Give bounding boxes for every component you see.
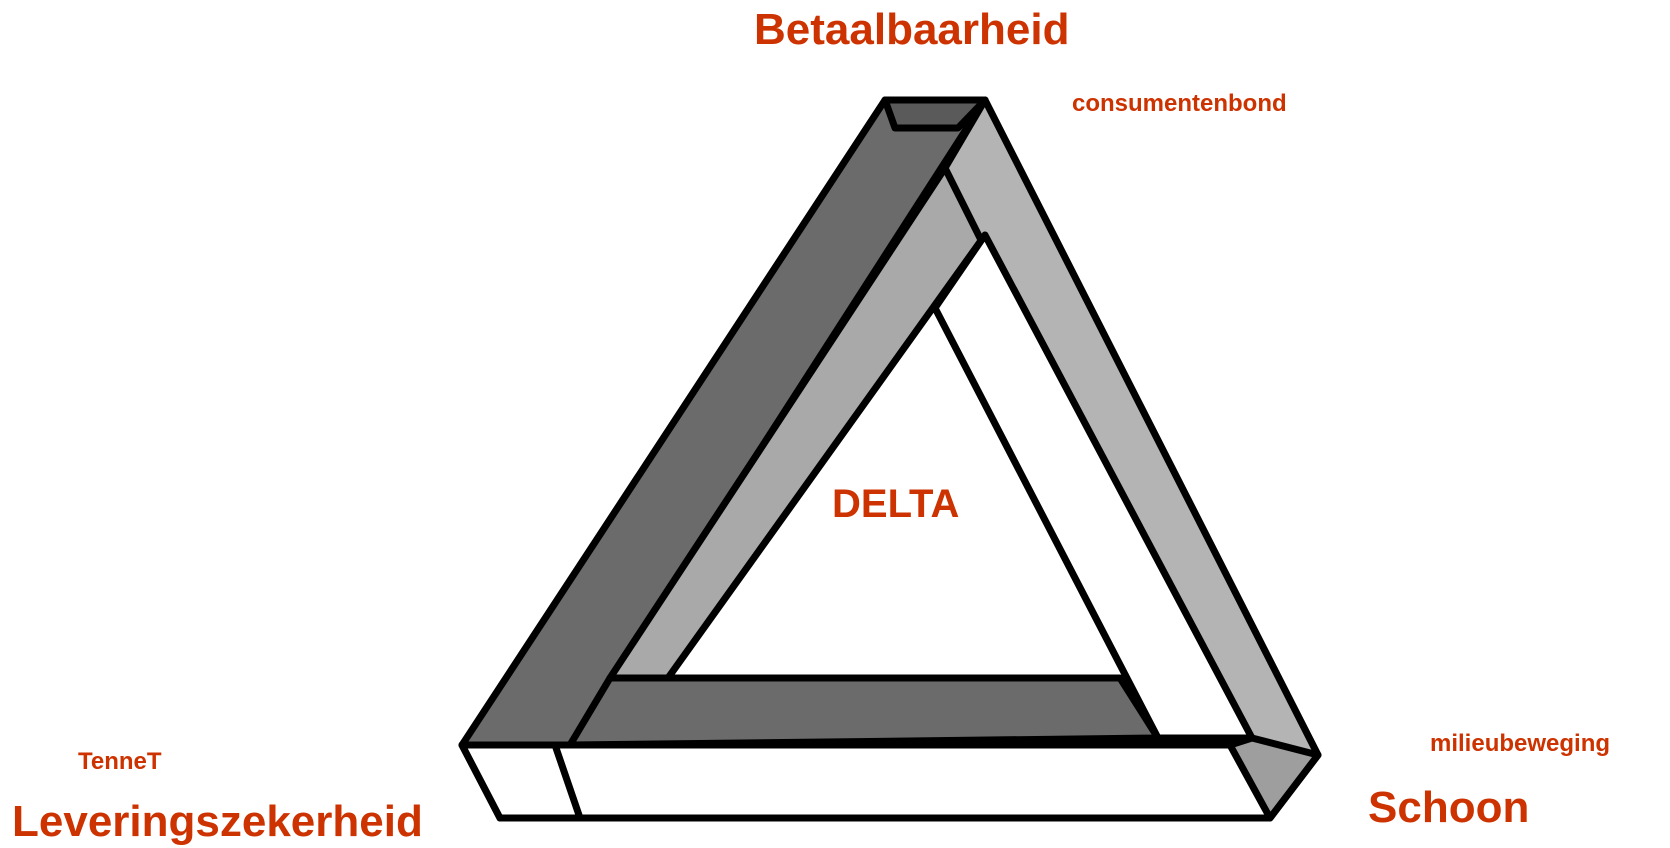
- right-label: Schoon: [1368, 786, 1529, 830]
- top-label: Betaalbaarheid: [754, 8, 1069, 52]
- left-end-cap: [462, 745, 580, 818]
- center-label: DELTA: [832, 484, 959, 524]
- right-sublabel: milieubeweging: [1430, 732, 1610, 756]
- bottom-top-face: [570, 678, 1158, 745]
- left-outer-beam: [462, 100, 985, 745]
- top-sublabel: consumentenbond: [1072, 92, 1287, 116]
- bottom-front-face: [462, 745, 1270, 818]
- left-sublabel: TenneT: [78, 750, 162, 774]
- left-label: Leveringszekerheid: [12, 800, 423, 844]
